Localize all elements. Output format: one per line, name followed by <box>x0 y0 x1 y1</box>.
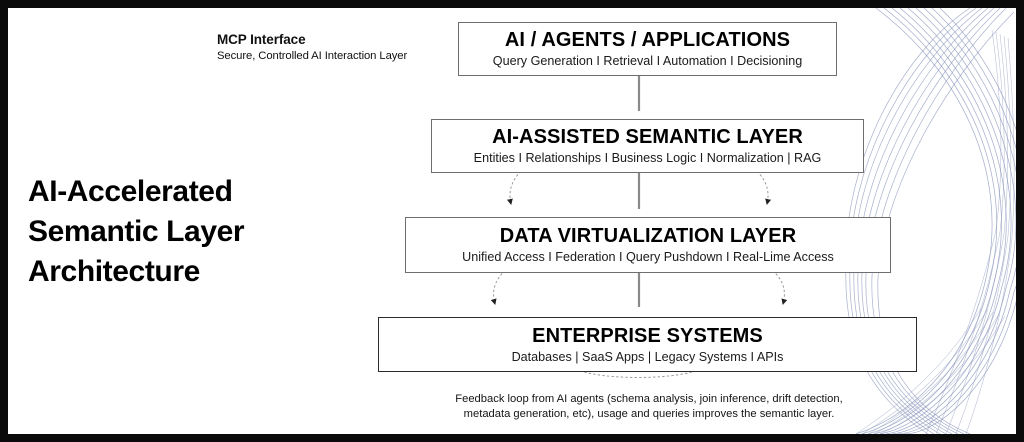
page-title-line-1: AI-Accelerated <box>28 175 233 208</box>
page-title-line-2: Semantic Layer <box>28 214 245 248</box>
mcp-interface-subtitle: Secure, Controlled AI Interaction Layer <box>217 49 408 62</box>
layer-box-ai-agents-applications[interactable]: AI / AGENTS / APPLICATIONS Query Generat… <box>458 22 837 76</box>
layer-subtitle-data-virtualization-layer: Unified Access I Federation I Query Push… <box>462 250 834 265</box>
layer-title-data-virtualization-layer: DATA VIRTUALIZATION LAYER <box>499 225 797 248</box>
feedback-loop-caption-line-2: metadata generation, etc), usage and que… <box>463 407 835 420</box>
layer-title-ai-agents-applications: AI / AGENTS / APPLICATIONS <box>504 29 791 52</box>
layer-subtitle-ai-assisted-semantic-layer: Entities I Relationships I Business Logi… <box>473 151 822 166</box>
layer-box-data-virtualization-layer[interactable]: DATA VIRTUALIZATION LAYER Unified Access… <box>405 217 891 273</box>
feedback-loop-caption: Feedback loop from AI agents (schema ana… <box>412 392 886 422</box>
layer-box-ai-assisted-semantic-layer[interactable]: AI-ASSISTED SEMANTIC LAYER Entities I Re… <box>431 119 864 173</box>
layer-subtitle-enterprise-systems: Databases | SaaS Apps | Legacy Systems I… <box>511 349 784 364</box>
page-title-line-3: Architecture <box>28 254 200 288</box>
diagram-frame: AI-Accelerated Semantic Layer Architectu… <box>8 8 1016 434</box>
layer-title-enterprise-systems: ENTERPRISE SYSTEMS <box>532 324 763 347</box>
mcp-interface-annotation: MCP Interface Secure, Controlled AI Inte… <box>217 32 432 63</box>
feedback-loop-caption-line-1: Feedback loop from AI agents (schema ana… <box>455 393 843 405</box>
layer-title-ai-assisted-semantic-layer: AI-ASSISTED SEMANTIC LAYER <box>492 126 803 149</box>
mcp-interface-title: MCP Interface <box>217 32 306 47</box>
page-title: AI-Accelerated Semantic Layer Architectu… <box>28 172 348 292</box>
layer-box-enterprise-systems[interactable]: ENTERPRISE SYSTEMS Databases | SaaS Apps… <box>378 317 917 372</box>
layer-subtitle-ai-agents-applications: Query Generation I Retrieval I Automatio… <box>492 54 803 69</box>
